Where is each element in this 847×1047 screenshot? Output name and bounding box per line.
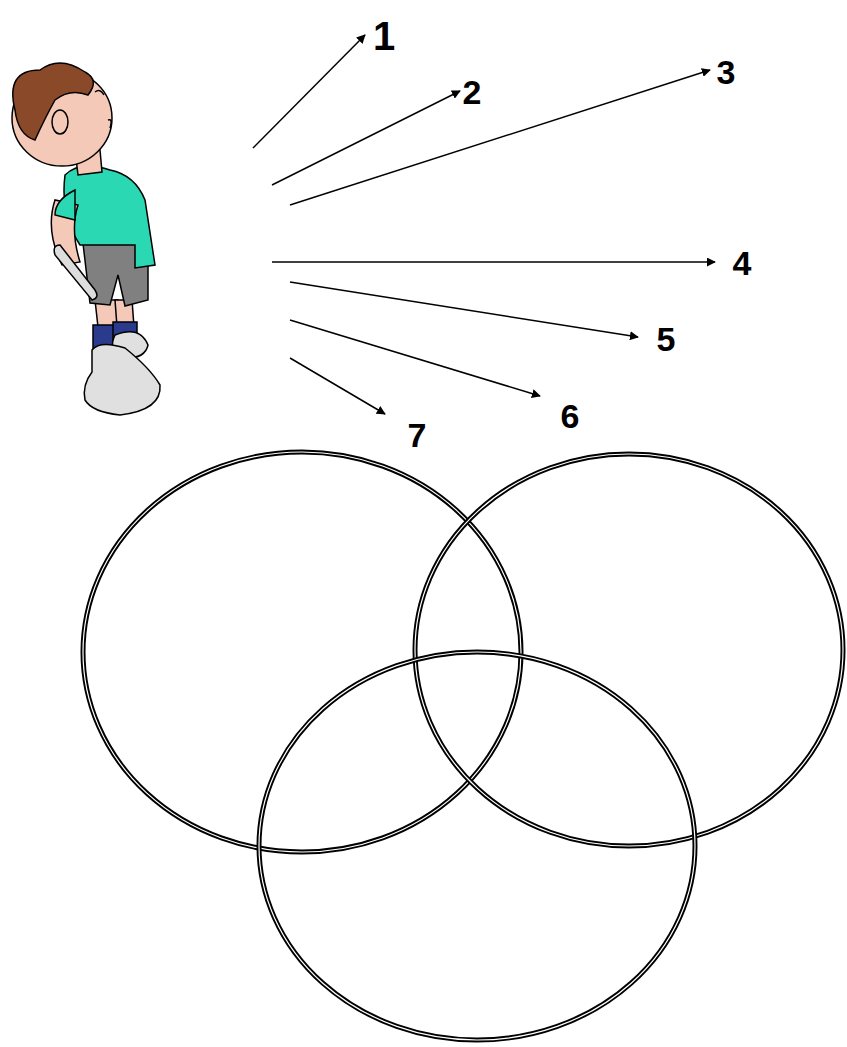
venn-rings xyxy=(83,452,843,1040)
callout-number: 1 xyxy=(373,16,395,56)
direction-arrows xyxy=(253,35,715,414)
callout-number: 5 xyxy=(657,322,676,356)
callout-number: 2 xyxy=(463,75,482,109)
callout-number: 6 xyxy=(561,399,580,433)
callout-number: 4 xyxy=(733,246,752,280)
callout-number: 7 xyxy=(408,418,427,452)
callout-number: 3 xyxy=(717,55,736,89)
boy-figure xyxy=(12,63,160,415)
